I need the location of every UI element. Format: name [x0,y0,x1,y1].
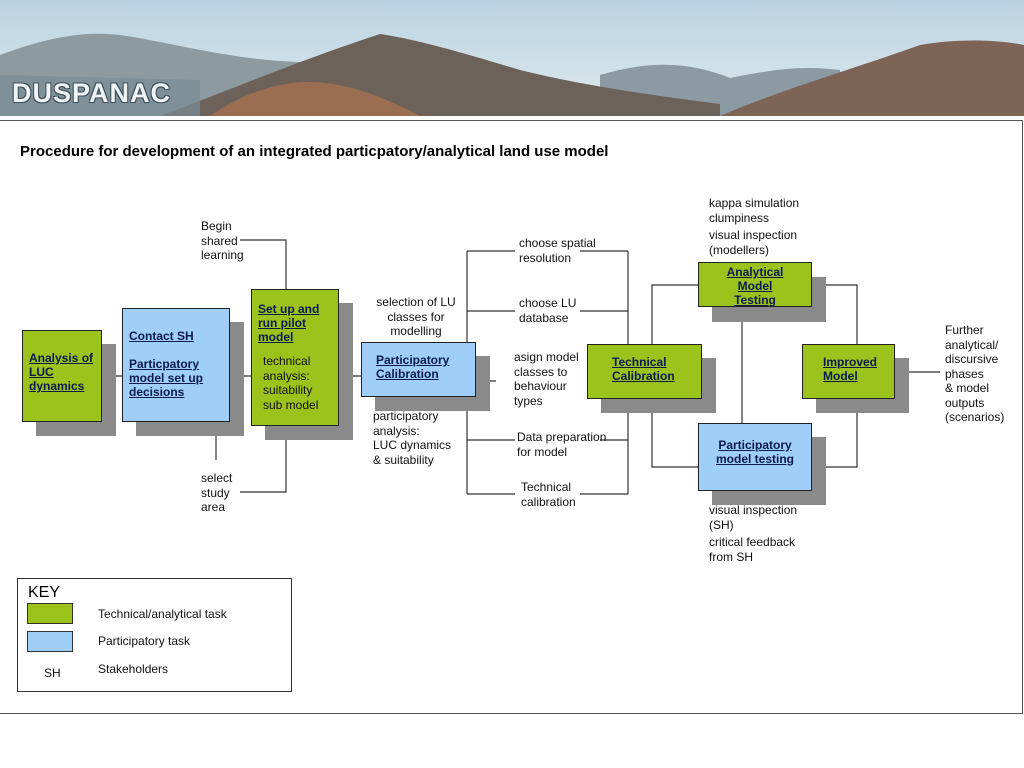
participatory-model-testing-label: Participatory model testing [715,438,794,466]
stakeholders-key-label: Stakeholders [98,662,169,676]
further-phases-label: Further analytical/ discursive phases & … [945,323,1005,424]
mountain-landscape-image [0,0,1024,116]
contact-sh-label: Contact SH [129,329,194,343]
technical-swatch [27,603,73,624]
participatory-calibration-label: Participatory Calibration [376,353,450,381]
setup-pilot-model-box: Set up and run pilot model [251,289,339,426]
technical-calibration-text: Technical calibration [521,480,576,509]
key-title: KEY [28,584,61,601]
analytical-model-testing-label: Analytical Model Testing [726,265,784,307]
participatory-setup-label: Particpatory model set up decisions [129,357,204,399]
participatory-analysis-label: participatory analysis: LUC dynamics & s… [373,409,452,467]
improved-model-label: Improved Model [823,355,878,383]
participatory-model-testing-box: Participatory model testing [698,423,812,491]
visual-inspection-sh-label: visual inspection (SH) [709,503,798,532]
diagram-frame [0,120,1023,714]
select-study-area-label: select study area [201,471,233,514]
sh-abbreviation: SH [44,666,61,680]
legend-key: KEY Technical/analytical task Participat… [17,578,292,692]
critical-feedback-label: critical feedback from SH [709,535,796,564]
logo-text: DUSPANAC [12,78,172,108]
setup-pilot-model-label: Set up and run pilot model [258,302,320,344]
selection-lu-classes-label: selection of LU classes for modelling [376,295,456,338]
diagram-title: Procedure for development of an integrat… [20,143,609,160]
analysis-luc-dynamics-box: Analysis of LUC dynamics [22,330,102,422]
choose-spatial-resolution-label: choose spatial resolution [519,236,596,265]
visual-inspection-modellers-label: visual inspection (modellers) [709,228,798,257]
technical-calibration-box: Technical Calibration [587,344,702,399]
assign-model-classes-label: asign model classes to behaviour types [514,350,579,408]
analysis-luc-dynamics-label: Analysis of LUC dynamics [29,351,94,393]
participatory-calibration-box: Participatory Calibration [361,342,476,397]
participatory-key-label: Participatory task [98,634,191,648]
kappa-simulation-label: kappa simulation clumpiness [709,196,800,225]
technical-calibration-label: Technical Calibration [612,355,675,383]
header-banner: DUSPANAC [0,0,1024,116]
begin-shared-learning-label: Begin shared learning [201,219,244,262]
choose-lu-database-label: choose LU database [519,296,577,325]
contact-sh-box: Contact SH Particpatory model set up dec… [122,308,230,422]
technical-analysis-label: technical analysis: suitability sub mode… [263,354,319,412]
data-preparation-label: Data preparation for model [517,430,607,459]
participatory-swatch [27,631,73,652]
improved-model-box: Improved Model [802,344,895,399]
analytical-model-testing-box: Analytical Model Testing [698,262,812,307]
technical-key-label: Technical/analytical task [98,607,227,621]
